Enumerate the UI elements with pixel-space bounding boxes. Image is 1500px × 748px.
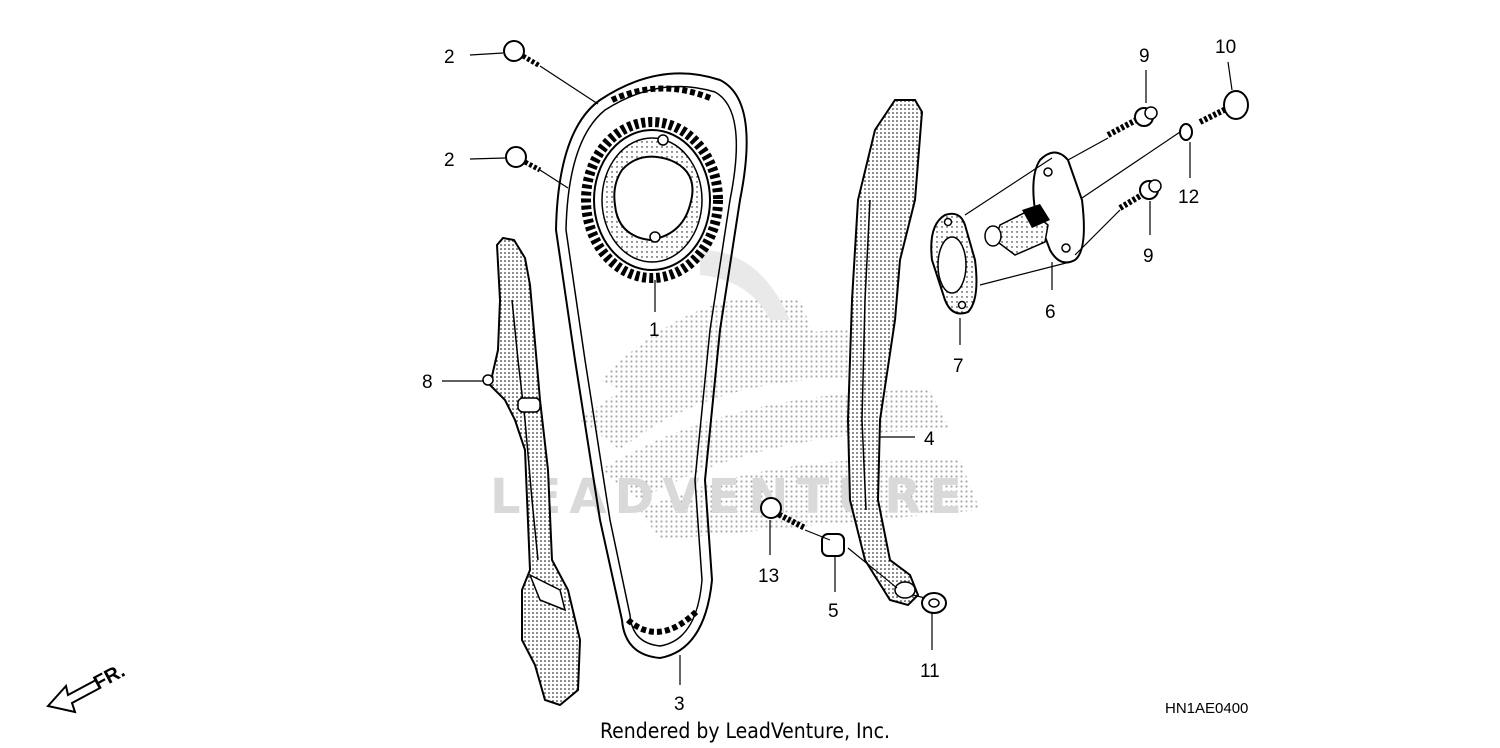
tensioner-gasket-part-7 [930, 212, 978, 315]
callout-9-upper: 9 [1139, 46, 1150, 67]
diagram-id: HN1AE0400 [1165, 700, 1248, 717]
sealing-bolt-part-10 [1198, 90, 1249, 125]
tensioner-lifter-part-6 [984, 151, 1085, 264]
callout-2-upper: 2 [444, 47, 455, 68]
front-direction-arrow: FR. [46, 660, 129, 714]
callout-10: 10 [1215, 37, 1236, 58]
cam-sprocket-part-1 [581, 117, 723, 283]
callout-9-lower: 9 [1143, 246, 1154, 267]
bolt-part-9-lower [1118, 179, 1162, 211]
cam-chain-part-3 [554, 72, 748, 660]
callout-labels: 2 2 1 8 3 4 13 5 11 7 6 9 9 10 12 [422, 37, 1236, 715]
callout-2-lower: 2 [444, 150, 455, 171]
callout-4: 4 [924, 429, 935, 450]
callout-11: 11 [920, 661, 940, 682]
callout-8: 8 [422, 372, 433, 393]
bolt-part-2-lower [505, 146, 542, 173]
washer-part-12 [1179, 123, 1193, 141]
watermark-text: LEADVENTURE [490, 469, 970, 525]
callout-1: 1 [649, 320, 660, 341]
footer-credit: Rendered by LeadVenture, Inc. [600, 719, 890, 743]
bolt-part-2-upper [503, 40, 542, 69]
collar-part-5 [821, 533, 845, 557]
callout-3: 3 [674, 694, 685, 715]
callout-6: 6 [1045, 302, 1056, 323]
callout-7: 7 [953, 356, 964, 377]
callout-12: 12 [1178, 187, 1199, 208]
callout-13: 13 [758, 566, 779, 587]
bolt-part-9-upper [1106, 106, 1158, 138]
callout-5: 5 [828, 601, 839, 622]
pivot-bolt-part-13 [760, 497, 807, 531]
tensioner-arm-part-4 [846, 99, 924, 607]
washer-part-11 [921, 592, 947, 614]
cam-chain-guide-part-8 [482, 236, 582, 707]
leader-lines [442, 52, 1233, 685]
